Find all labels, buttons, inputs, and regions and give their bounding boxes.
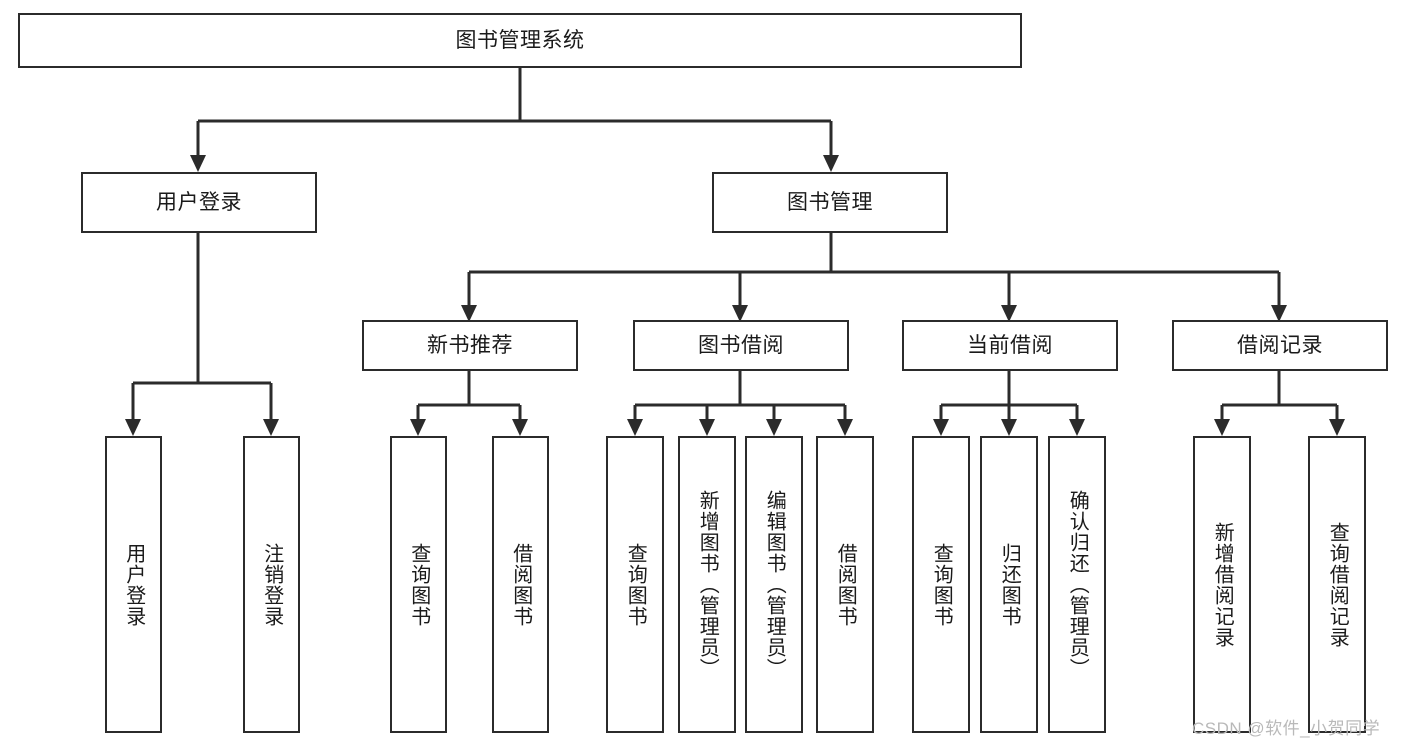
node-leaf-add-book-admin[interactable]: 新增图书（管理员） (678, 436, 736, 733)
arrow-to-bookborrow-leaf3 (766, 419, 782, 436)
node-label: 注销登录 (260, 542, 283, 627)
arrow-to-currentborrow-leaf2 (1001, 419, 1017, 436)
node-current-borrow[interactable]: 当前借阅 (902, 320, 1118, 371)
arrow-to-currentborrow-leaf3 (1069, 419, 1085, 436)
node-borrow-record[interactable]: 借阅记录 (1172, 320, 1388, 371)
arrow-to-borrowrecord (1271, 305, 1287, 322)
arrow-to-userlogin-leaf1 (125, 419, 141, 436)
node-label: 查询借阅记录 (1326, 521, 1349, 648)
node-leaf-query-book-recommend[interactable]: 查询图书 (390, 436, 447, 733)
node-leaf-edit-book-admin[interactable]: 编辑图书（管理员） (745, 436, 803, 733)
node-leaf-add-borrow-record[interactable]: 新增借阅记录 (1193, 436, 1251, 733)
node-book-management[interactable]: 图书管理 (712, 172, 948, 233)
node-leaf-borrow-book[interactable]: 借阅图书 (816, 436, 874, 733)
node-leaf-return-book[interactable]: 归还图书 (980, 436, 1038, 733)
arrow-to-bookborrow-leaf4 (837, 419, 853, 436)
node-label: 当前借阅 (967, 333, 1053, 357)
node-label: 借阅记录 (1237, 333, 1323, 357)
node-label: 归还图书 (998, 542, 1021, 627)
arrow-to-userlogin-leaf2 (263, 419, 279, 436)
node-label: 新书推荐 (427, 333, 513, 357)
arrowheads (125, 155, 1345, 436)
arrow-to-borrowrecord-leaf2 (1329, 419, 1345, 436)
node-label: 查询图书 (930, 542, 953, 627)
arrow-to-book-manage (823, 155, 839, 172)
node-label: 图书借阅 (698, 333, 784, 357)
arrow-to-user-login (190, 155, 206, 172)
arrow-to-bookborrow-leaf2 (699, 419, 715, 436)
node-root-library-system[interactable]: 图书管理系统 (18, 13, 1022, 68)
node-leaf-query-borrow-record[interactable]: 查询借阅记录 (1308, 436, 1366, 733)
node-label: 查询图书 (407, 542, 430, 627)
node-new-book-recommend[interactable]: 新书推荐 (362, 320, 578, 371)
node-leaf-borrow-book-recommend[interactable]: 借阅图书 (492, 436, 549, 733)
node-label: 查询图书 (624, 542, 647, 627)
node-label: 图书管理 (787, 190, 873, 214)
arrow-to-bookborrow-leaf1 (627, 419, 643, 436)
node-leaf-logout[interactable]: 注销登录 (243, 436, 300, 733)
node-leaf-query-book-current[interactable]: 查询图书 (912, 436, 970, 733)
arrow-to-newbook-leaf1 (410, 419, 426, 436)
arrow-to-newbook-leaf2 (512, 419, 528, 436)
arrow-to-currentborrow-leaf1 (933, 419, 949, 436)
node-label: 新增图书（管理员） (696, 490, 719, 679)
node-label: 用户登录 (122, 542, 145, 627)
node-leaf-confirm-return-admin[interactable]: 确认归还（管理员） (1048, 436, 1106, 733)
node-user-login[interactable]: 用户登录 (81, 172, 317, 233)
node-label: 用户登录 (156, 190, 242, 214)
node-label: 借阅图书 (509, 542, 532, 627)
node-book-borrow[interactable]: 图书借阅 (633, 320, 849, 371)
node-leaf-query-book-borrow[interactable]: 查询图书 (606, 436, 664, 733)
arrow-to-bookborrow (732, 305, 748, 322)
node-label: 借阅图书 (834, 542, 857, 627)
node-label: 确认归还（管理员） (1066, 490, 1089, 679)
arrow-to-borrowrecord-leaf1 (1214, 419, 1230, 436)
node-leaf-user-login[interactable]: 用户登录 (105, 436, 162, 733)
node-label: 新增借阅记录 (1211, 521, 1234, 648)
arrow-to-newbook (461, 305, 477, 322)
node-label: 图书管理系统 (455, 28, 585, 52)
node-label: 编辑图书（管理员） (763, 490, 786, 679)
arrow-to-currentborrow (1001, 305, 1017, 322)
